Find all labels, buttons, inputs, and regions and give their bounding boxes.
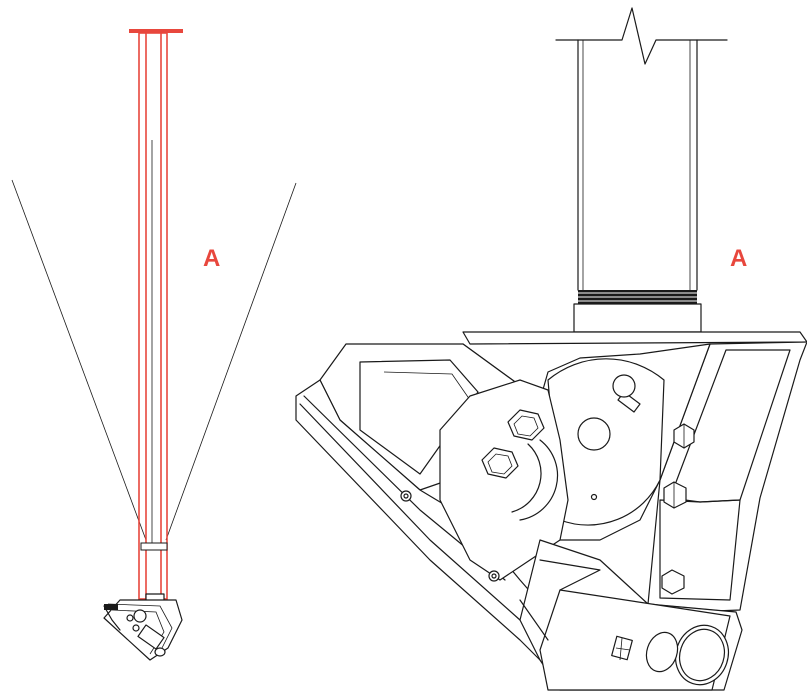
pole-thread [578,290,697,304]
small-nut [661,569,685,595]
pole-outer [138,32,168,600]
dimension-label-left: A [203,245,220,272]
fov-line-left [11,179,147,541]
ceiling-break-line [555,7,728,65]
pivot-hole [577,417,611,451]
hex-nut-upper [673,423,695,449]
small-camera [103,593,183,661]
hex-nut-lower [663,481,687,509]
dimension-label-right: A [730,245,747,272]
mount-top-plate [462,331,807,345]
left-overview: A [11,29,297,661]
locking-knob [612,374,641,413]
pole-collar [140,542,168,551]
fov-line-right [165,182,297,541]
right-detail: A [295,7,807,691]
pole-nut [573,303,702,333]
hex-bolt-lower [481,447,519,479]
hex-bolt-upper [507,409,545,441]
camera-lens-small [645,631,679,673]
ceiling-plate [129,29,183,33]
camera-sensor-grid [611,635,633,661]
